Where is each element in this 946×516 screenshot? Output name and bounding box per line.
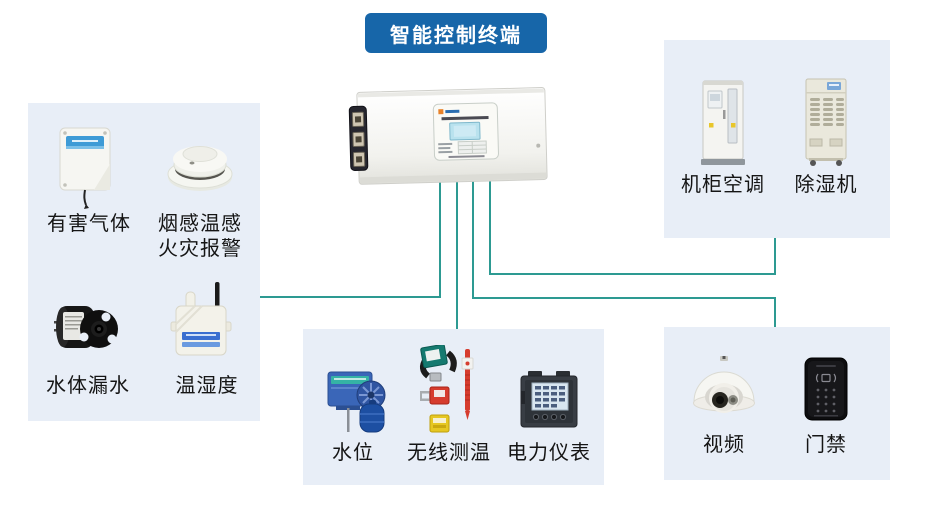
- smoke-detector-icon: [166, 132, 234, 194]
- water-leak-sensor-icon: [54, 299, 118, 357]
- cabinet-ac-icon: [700, 79, 746, 167]
- gas-sensor-icon: [57, 126, 113, 210]
- temp-humidity-label: 温湿度: [175, 375, 239, 397]
- power-meter-label: 电力仪表: [507, 442, 591, 464]
- temp-humidity-sensor-icon: [170, 282, 232, 360]
- line-to-sensor-panel: [260, 178, 441, 298]
- wireless-temp-sensor-icon: [418, 343, 480, 435]
- access-control-keypad-icon: [804, 357, 848, 421]
- smoke-fire-alarm-label: 烟感温感 火灾报警: [158, 212, 242, 262]
- hvac-group-panel: [664, 40, 890, 238]
- access-control-label: 门禁: [805, 434, 847, 456]
- smoke-fire-alarm-label-line1: 烟感温感: [158, 213, 242, 235]
- dome-camera-icon: [691, 356, 757, 420]
- diagram-title: 智能控制终端: [390, 24, 522, 47]
- water-leak-label: 水体漏水: [46, 375, 130, 397]
- smoke-fire-alarm-label-line2: 火灾报警: [158, 238, 242, 260]
- water-level-label: 水位: [332, 442, 374, 464]
- diagram-title-box: 智能控制终端: [365, 13, 547, 53]
- dehumidifier-label: 除湿机: [794, 174, 858, 196]
- gas-sensor-label: 有害气体: [47, 213, 131, 235]
- dehumidifier-icon: [803, 77, 849, 167]
- water-level-sensor-icon: [326, 366, 388, 434]
- video-camera-label: 视频: [703, 434, 745, 456]
- power-meter-icon: [519, 371, 579, 429]
- control-terminal-icon: [346, 84, 552, 188]
- cabinet-ac-label: 机柜空调: [681, 174, 765, 196]
- wireless-temp-label: 无线测温: [407, 442, 491, 464]
